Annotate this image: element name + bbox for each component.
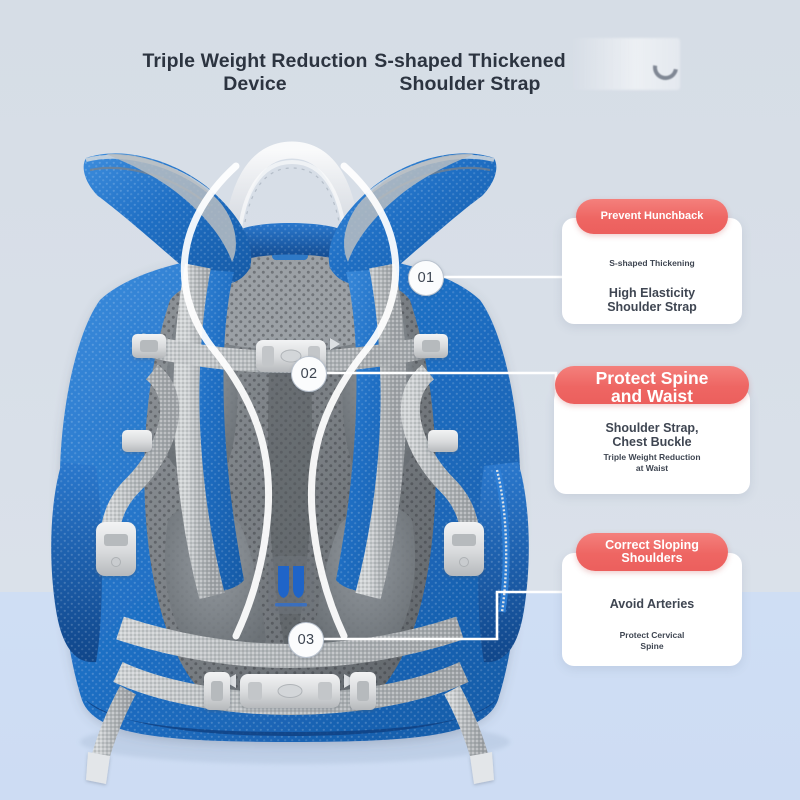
callout-pill-3: Correct Sloping Shoulders	[576, 533, 728, 571]
page-title-left: Triple Weight Reduction Device	[142, 50, 368, 95]
carry-handle	[223, 141, 361, 261]
callout-2-maintext: Shoulder Strap, Chest Buckle	[605, 421, 699, 449]
leader-line-3	[322, 590, 582, 641]
callout-1-subtext: S-shaped Thickening	[609, 258, 695, 268]
marker-03[interactable]: 03	[288, 622, 324, 658]
callout-card-1[interactable]: Prevent Hunchback S-shaped Thickening Hi…	[562, 199, 742, 324]
leader-line-2	[326, 371, 582, 457]
callout-1-maintext: High Elasticity Shoulder Strap	[607, 286, 697, 314]
callout-pill-2: Protect Spine and Waist	[555, 366, 749, 405]
callout-3-maintext: Avoid Arteries	[609, 597, 695, 611]
marker-01[interactable]: 01	[408, 260, 444, 296]
callout-3-subtext: Protect Cervical Spine	[619, 630, 685, 651]
callout-pill-1: Prevent Hunchback	[576, 199, 728, 234]
s-curve-overlay	[180, 162, 400, 640]
corner-highlight-decoration	[570, 38, 680, 90]
callout-card-2[interactable]: Protect Spine and Waist Shoulder Strap, …	[554, 366, 750, 494]
callout-2-subtext: Triple Weight Reduction at Waist	[603, 452, 701, 473]
brand-badge	[268, 556, 314, 614]
chest-strap	[100, 333, 480, 547]
page-title-right: S-shaped Thickened Shoulder Strap	[374, 50, 566, 95]
marker-02[interactable]: 02	[291, 356, 327, 392]
waist-belt	[86, 616, 494, 784]
callout-card-3[interactable]: Correct Sloping Shoulders Avoid Arteries…	[562, 533, 742, 666]
